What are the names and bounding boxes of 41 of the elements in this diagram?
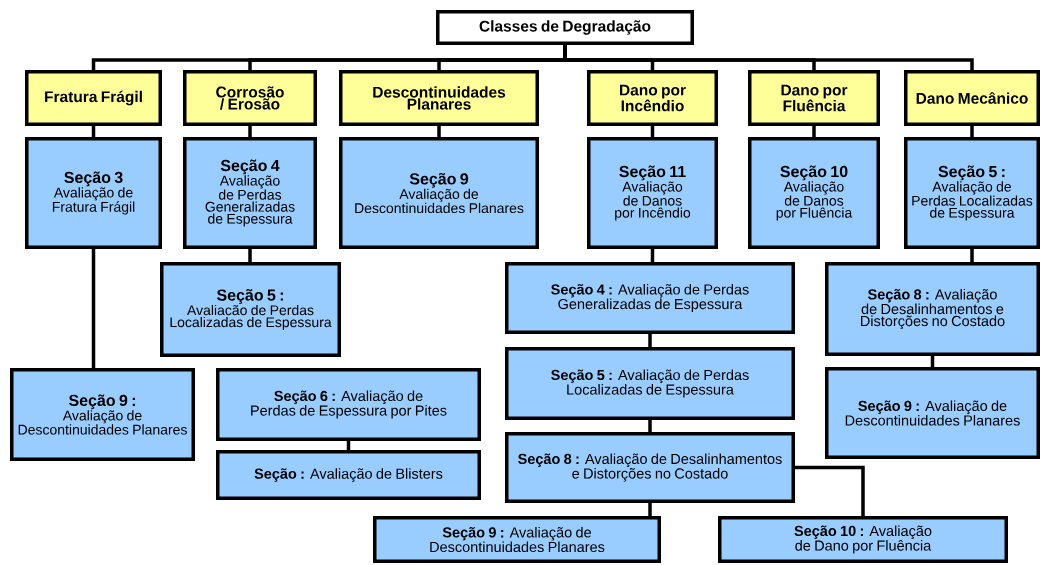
- category-box: Dano por Fluência: [748, 70, 880, 126]
- section-box: Seção 3 Avaliação de Fratura Frágil: [25, 137, 162, 249]
- section-box: Seção 6 : Avaliação de Perdas de Espessura por Pites: [216, 368, 481, 441]
- category-box: Dano por Incêndio: [587, 70, 718, 126]
- section-box: Seção 4 Avaliação de Perdas Generalizadas de Espessura: [183, 137, 317, 249]
- section-box: Seção : Avaliação de Blisters: [216, 450, 481, 500]
- section-box: Seção 4 : Avaliação de Perdas Generalizadas de Espessura: [505, 262, 795, 334]
- connector-line: [648, 420, 652, 432]
- connector-line: [248, 126, 252, 137]
- section-box: Seção 9 : Avaliação de Descontinuidades Planares: [825, 367, 1040, 459]
- section-box: Seção 10 Avaliação de Danos por Fluência: [748, 137, 880, 249]
- connector-line: [563, 45, 974, 70]
- connector-line: [91, 249, 96, 368]
- connector-line: [248, 249, 252, 262]
- connector-line: [970, 126, 974, 137]
- section-box: Seção 10 : Avaliação de Dano por Fluência: [718, 516, 1008, 563]
- connector-line: [648, 334, 652, 347]
- section-box: Seção 5 : Avaliacão de Perdas Localizadas de Espessura: [160, 262, 341, 357]
- connector-line: [437, 126, 441, 137]
- section-box: Seção 11 Avaliação de Danos por Incêndio: [587, 137, 718, 249]
- connector-line: [91, 126, 96, 137]
- section-box: Seção 9 Avaliação de Descontinuidades Planares: [339, 137, 539, 249]
- section-box: Seção 8 : Avaliação de Desalinhamentos e Distorções no Costado: [825, 262, 1040, 356]
- connector-line: [650, 249, 655, 262]
- section-box: Seção 9 : Avaliação de Descontinuidades Planares: [10, 368, 195, 461]
- connector-line: [930, 356, 935, 367]
- connector-line: [812, 126, 816, 137]
- connector-line: [970, 249, 974, 262]
- connector-line: [346, 441, 351, 450]
- category-box: Fratura Frágil: [25, 70, 162, 126]
- section-box: Seção 9 : Avaliação de Descontinuidades Planares: [373, 516, 661, 563]
- connector-line: [795, 465, 865, 516]
- title-box: Classes de Degradação: [436, 10, 694, 45]
- connector-line: [650, 126, 655, 137]
- section-box: Seção 5 : Avaliação de Perdas Localizadas de Espessura: [904, 137, 1040, 249]
- category-box: Corrosão / Erosão: [183, 70, 317, 126]
- section-box: Seção 8 : Avaliação de Desalinhamentos e Distorções no Costado: [505, 432, 795, 503]
- category-box: Dano Mecânico: [904, 70, 1040, 126]
- section-box: Seção 5 : Avaliação de Perdas Localizadas de Espessura: [505, 347, 795, 420]
- connector-line: [648, 503, 652, 516]
- category-box: Descontinuidades Planares: [339, 70, 539, 126]
